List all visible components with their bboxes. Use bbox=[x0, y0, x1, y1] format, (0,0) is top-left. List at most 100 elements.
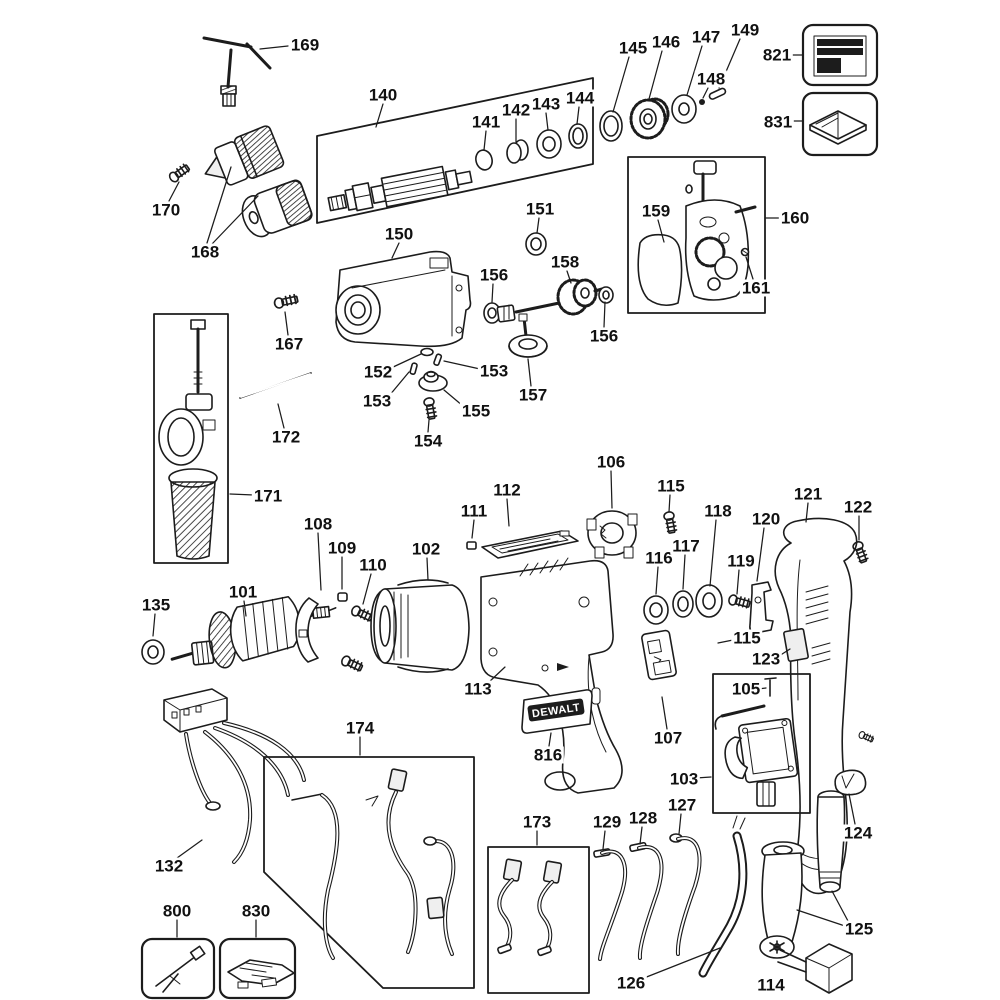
part-158-gear-shaft bbox=[496, 278, 604, 323]
leader-line-145 bbox=[612, 56, 630, 113]
leader-line-153 bbox=[443, 360, 481, 370]
part-145-ring bbox=[599, 110, 623, 142]
leader-line-170 bbox=[168, 181, 180, 202]
part-161-screw bbox=[740, 247, 750, 257]
part-167-screw bbox=[272, 293, 300, 310]
leader-line-154 bbox=[427, 419, 430, 433]
leader-line-129 bbox=[602, 830, 606, 850]
instruction-manual-icon bbox=[809, 110, 867, 145]
leader-line-155 bbox=[443, 389, 464, 407]
part-152-clip bbox=[420, 347, 434, 357]
group-box-171-side-handle bbox=[153, 313, 229, 564]
part-119-screw bbox=[727, 593, 752, 611]
part-129-lead-wire bbox=[593, 848, 628, 961]
leader-line-101 bbox=[243, 600, 247, 617]
part-107-brush-holder bbox=[641, 629, 677, 681]
part-120-bracket bbox=[749, 581, 774, 634]
leader-line-148 bbox=[702, 87, 709, 99]
part-110-screws bbox=[339, 603, 375, 674]
leader-lines bbox=[152, 38, 860, 979]
leader-line-108 bbox=[317, 532, 322, 591]
part-122-screw bbox=[851, 539, 870, 565]
leader-line-140 bbox=[375, 103, 384, 128]
part-106-brush-ring bbox=[586, 510, 638, 559]
part-112-insulator-plate bbox=[481, 530, 579, 559]
kit-box-821-nameplate bbox=[801, 23, 879, 87]
leader-line-112 bbox=[506, 498, 510, 527]
part-135-bearing bbox=[141, 639, 165, 665]
leader-line-118 bbox=[709, 519, 717, 587]
part-172-rod bbox=[239, 372, 312, 399]
part-132-field-leads bbox=[163, 688, 306, 864]
holder-clip-icon bbox=[227, 959, 295, 989]
part-159-gasket bbox=[637, 233, 683, 307]
leader-line-150 bbox=[391, 242, 400, 259]
group-box-103-switch bbox=[712, 673, 811, 814]
part-151-bearing bbox=[525, 232, 547, 256]
leader-line-121 bbox=[805, 502, 809, 523]
leader-line-125 bbox=[796, 909, 846, 927]
part-108-baffle bbox=[295, 597, 319, 663]
part-115-screw-top bbox=[662, 510, 678, 535]
leader-line-168 bbox=[206, 166, 232, 244]
part-147-bearing bbox=[671, 94, 697, 124]
part-125-cord-guard-b bbox=[759, 841, 805, 959]
group-box-140-spindle bbox=[316, 77, 594, 224]
leader-line-132 bbox=[176, 839, 203, 859]
leader-line-102 bbox=[426, 557, 429, 581]
kit-box-830-holder-clip bbox=[218, 937, 297, 1000]
group-box-174-wire-kit bbox=[263, 756, 475, 989]
part-140-spindle bbox=[327, 165, 473, 212]
leader-line-115 bbox=[668, 494, 671, 513]
part-149-pin bbox=[708, 87, 727, 100]
part-169-chuck-key bbox=[202, 36, 272, 107]
part-146-gear bbox=[629, 97, 670, 140]
leader-line-152 bbox=[390, 353, 422, 369]
part-117-washer bbox=[672, 590, 694, 618]
part-154-screw bbox=[422, 396, 438, 421]
leader-line-141 bbox=[483, 130, 487, 151]
leader-line-115 bbox=[717, 639, 734, 644]
leader-line-144 bbox=[576, 106, 580, 125]
part-111-clip bbox=[466, 541, 477, 550]
part-128-lead-wire bbox=[629, 841, 664, 960]
part-114-plug bbox=[777, 943, 853, 994]
part-153-pin-a bbox=[433, 353, 443, 366]
part-160-clutch-housing bbox=[684, 199, 757, 301]
kit-box-800-chuck-key-holder bbox=[140, 937, 216, 1000]
leader-line-157 bbox=[527, 358, 532, 387]
part-116-ring bbox=[643, 595, 669, 625]
part-handle-bolt bbox=[190, 319, 206, 394]
part-handle-grip bbox=[168, 468, 218, 560]
leader-line-171 bbox=[229, 493, 255, 496]
part-155-spindle-lock bbox=[418, 370, 448, 392]
leader-line-113 bbox=[487, 666, 506, 684]
group-box-173-brush-kit bbox=[487, 846, 590, 994]
leader-line-119 bbox=[736, 569, 740, 595]
part-handle-clamp bbox=[158, 393, 216, 466]
part-150-gear-case bbox=[335, 250, 472, 348]
leader-line-143 bbox=[545, 112, 549, 131]
part-105-screw bbox=[764, 677, 777, 697]
part-143-bearing bbox=[536, 129, 562, 159]
part-109-nut bbox=[337, 592, 348, 602]
leader-line-117 bbox=[682, 554, 686, 590]
part-123-foam-block bbox=[783, 628, 809, 662]
part-144-ring bbox=[568, 123, 588, 149]
nameplate-label-icon bbox=[813, 35, 867, 77]
part-168-chuck bbox=[204, 125, 313, 238]
leader-line-106 bbox=[610, 470, 613, 509]
leader-line-168 bbox=[211, 195, 259, 245]
leader-line-105 bbox=[756, 687, 767, 690]
part-170-screw bbox=[167, 162, 192, 185]
leader-line-103 bbox=[695, 776, 712, 779]
part-141-o-ring bbox=[475, 149, 493, 171]
part-816-brand-label: DEWALT bbox=[521, 689, 593, 734]
leader-line-151 bbox=[536, 217, 540, 234]
chuck-key-holder-icon bbox=[155, 945, 206, 993]
part-switch-assembly bbox=[714, 704, 799, 807]
leader-line-161 bbox=[745, 256, 754, 280]
leader-line-111 bbox=[471, 519, 475, 539]
